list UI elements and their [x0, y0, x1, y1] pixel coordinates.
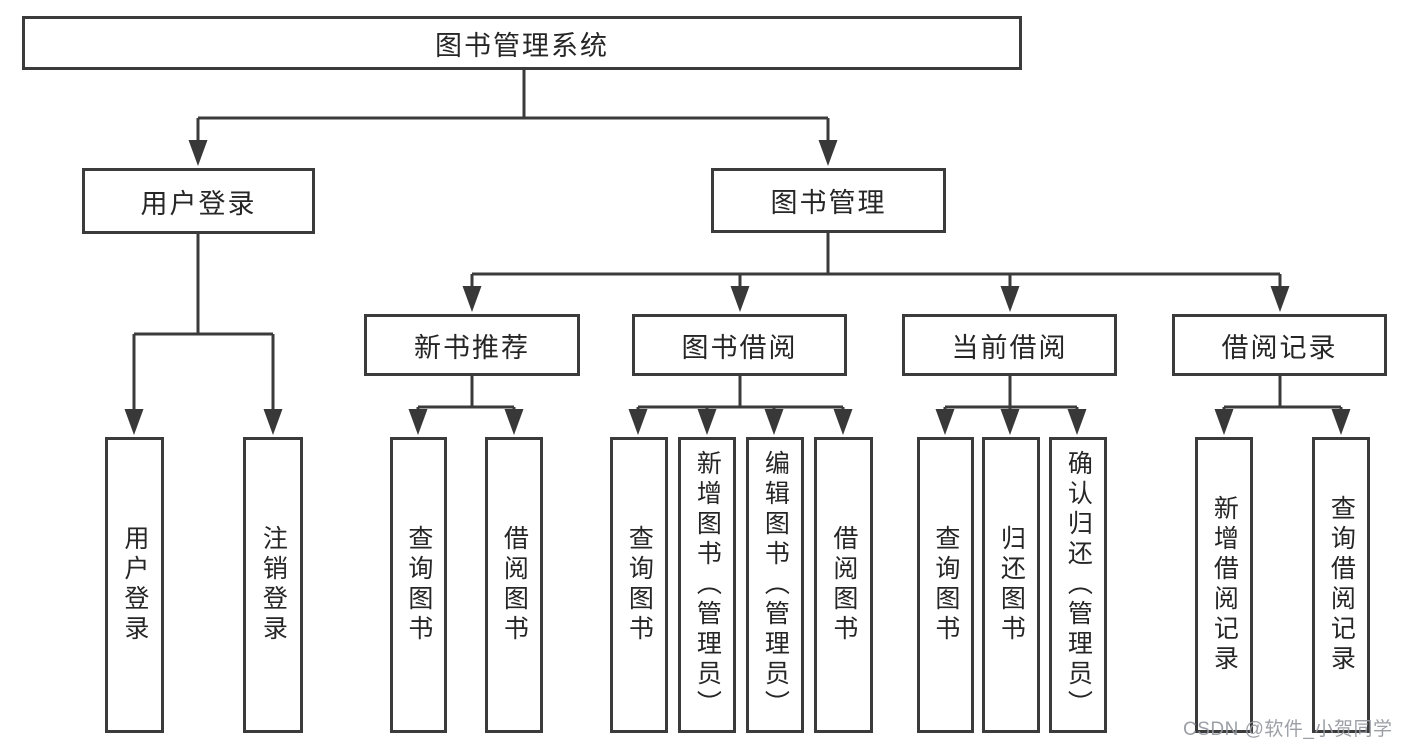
leaf-query-books-borrow-label: 查询图书 [625, 525, 654, 645]
leaf-borrow-books: 借阅图书 [814, 437, 873, 733]
node-user-login: 用户登录 [82, 168, 315, 234]
node-book-borrowing: 图书借阅 [632, 314, 847, 376]
leaf-user-login: 用户登录 [105, 437, 164, 733]
leaf-query-books-recommend: 查询图书 [390, 437, 447, 733]
leaf-add-borrow-record-label: 新增借阅记录 [1210, 495, 1239, 675]
leaf-return-books: 归还图书 [982, 437, 1040, 733]
leaf-query-borrow-record: 查询借阅记录 [1312, 437, 1370, 733]
leaf-user-login-label: 用户登录 [120, 525, 149, 645]
leaf-query-books-current-label: 查询图书 [931, 525, 960, 645]
leaf-query-borrow-record-label: 查询借阅记录 [1327, 495, 1356, 675]
connector-user-login-subtree [124, 234, 283, 435]
leaf-add-books-admin-label: 新增图书（管理员） [693, 450, 722, 720]
leaf-edit-books-admin: 编辑图书（管理员） [746, 437, 804, 733]
leaf-borrow-books-recommend-label: 借阅图书 [500, 525, 529, 645]
node-new-book-recommend: 新书推荐 [364, 314, 580, 376]
connector-new-book-subtree [408, 376, 524, 435]
leaf-query-books-recommend-label: 查询图书 [404, 525, 433, 645]
leaf-logout-label: 注销登录 [259, 525, 288, 645]
connector-current-borrow-subtree [935, 376, 1087, 435]
connector-root-to-level2 [188, 70, 838, 166]
connector-book-management-to-level3 [462, 233, 1290, 312]
node-library-management-system: 图书管理系统 [22, 16, 1022, 70]
leaf-add-books-admin: 新增图书（管理员） [678, 437, 736, 733]
leaf-add-borrow-record: 新增借阅记录 [1195, 437, 1253, 733]
node-book-management: 图书管理 [711, 168, 946, 233]
leaf-return-books-label: 归还图书 [997, 525, 1026, 645]
connector-borrow-records-subtree [1214, 376, 1351, 435]
leaf-query-books-borrow: 查询图书 [610, 437, 668, 733]
node-current-borrowing: 当前借阅 [902, 314, 1117, 376]
leaf-borrow-books-label: 借阅图书 [829, 525, 858, 645]
connector-book-borrow-subtree [628, 376, 853, 435]
leaf-confirm-return-admin: 确认归还（管理员） [1049, 437, 1107, 733]
leaf-borrow-books-recommend: 借阅图书 [485, 437, 543, 733]
leaf-query-books-current: 查询图书 [917, 437, 974, 733]
watermark: CSDN @软件_小贺同学 [1183, 719, 1393, 740]
leaf-logout: 注销登录 [243, 437, 303, 733]
node-borrowing-records: 借阅记录 [1172, 314, 1387, 376]
leaf-confirm-return-admin-label: 确认归还（管理员） [1064, 450, 1093, 720]
leaf-edit-books-admin-label: 编辑图书（管理员） [761, 450, 790, 720]
